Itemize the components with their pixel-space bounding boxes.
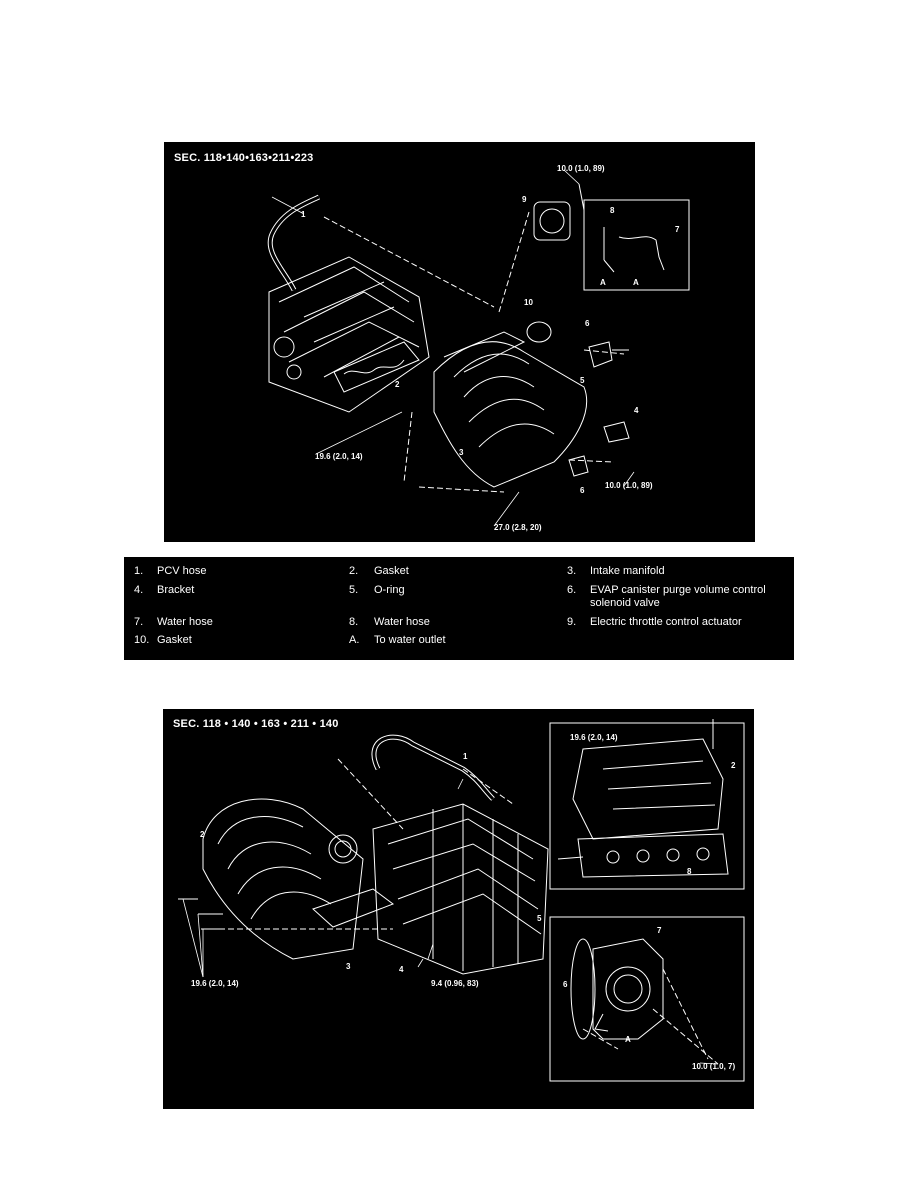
torque-label: 10.0 (1.0, 89) [605, 481, 653, 490]
intake-manifold-exploded-view-2 [178, 719, 745, 1082]
torque-label: 10.0 (1.0, 7) [692, 1062, 736, 1071]
legend-text: PCV hose [157, 565, 207, 577]
callout-number: 2 [731, 761, 736, 770]
callout-number: 7 [657, 926, 662, 935]
torque-label: 19.6 (2.0, 14) [315, 452, 363, 461]
diagram-figure-2: SEC. 118 • 140 • 163 • 211 • 140 [163, 709, 754, 1109]
legend-text: Electric throttle control actuator [590, 616, 742, 628]
callout-number: 1 [301, 210, 306, 219]
torque-label: 9.4 (0.96, 83) [431, 979, 479, 988]
callout-number: 2 [395, 380, 400, 389]
torque-label: 27.0 (2.8, 20) [494, 523, 542, 532]
legend-number: A. [349, 634, 360, 646]
legend-text: EVAP canister purge volume control solen… [590, 584, 766, 609]
callout-letter: A [600, 278, 606, 287]
legend-text: O-ring [374, 584, 405, 596]
legend-number: 1. [134, 565, 144, 577]
torque-label: 10.0 (1.0, 89) [557, 164, 605, 173]
legend-text: Bracket [157, 584, 195, 596]
callout-number: 6 [585, 319, 590, 328]
callout-letter: A [633, 278, 639, 287]
diagram-figure-1: SEC. 118•140•163•211•223 [164, 142, 755, 542]
parts-legend: 1. PCV hose 2. Gasket 3. Intake manifold… [124, 557, 794, 660]
callout-number: 8 [610, 206, 615, 215]
legend-text: To water outlet [374, 634, 446, 646]
torque-label: 19.6 (2.0, 14) [191, 979, 239, 988]
callout-number: 3 [459, 448, 464, 457]
legend-number: 2. [349, 565, 359, 577]
section-label: SEC. 118•140•163•211•223 [174, 152, 314, 164]
legend-number: 5. [349, 584, 359, 596]
legend-text: Water hose [374, 616, 430, 628]
legend-text: Gasket [374, 565, 409, 577]
section-label: SEC. 118 • 140 • 163 • 211 • 140 [173, 718, 339, 730]
legend-text: Gasket [157, 634, 192, 646]
callout-number: 6 [563, 980, 568, 989]
callout-number: 9 [522, 195, 527, 204]
legend-number: 6. [567, 584, 577, 596]
legend-text: Water hose [157, 616, 213, 628]
torque-label: 19.6 (2.0, 14) [570, 733, 618, 742]
legend-text: Intake manifold [590, 565, 665, 577]
callout-number: 2 [200, 830, 205, 839]
intake-manifold-exploded-view-1 [267, 169, 690, 527]
callout-number: 4 [399, 965, 404, 974]
callout-number: 5 [580, 376, 585, 385]
legend-number: 4. [134, 584, 144, 596]
callout-number: 10 [524, 298, 533, 307]
callout-number: 8 [687, 867, 692, 876]
legend-number: 10. [134, 634, 150, 646]
callout-number: 6 [580, 486, 585, 495]
legend-number: 7. [134, 616, 144, 628]
callout-number: 3 [346, 962, 351, 971]
callout-number: 4 [634, 406, 639, 415]
legend-number: 3. [567, 565, 577, 577]
callout-number: 7 [675, 225, 680, 234]
callout-number: 1 [463, 752, 468, 761]
callout-number: 5 [537, 914, 542, 923]
legend-number: 9. [567, 616, 577, 628]
callout-letter: A [625, 1035, 631, 1044]
legend-number: 8. [349, 616, 359, 628]
